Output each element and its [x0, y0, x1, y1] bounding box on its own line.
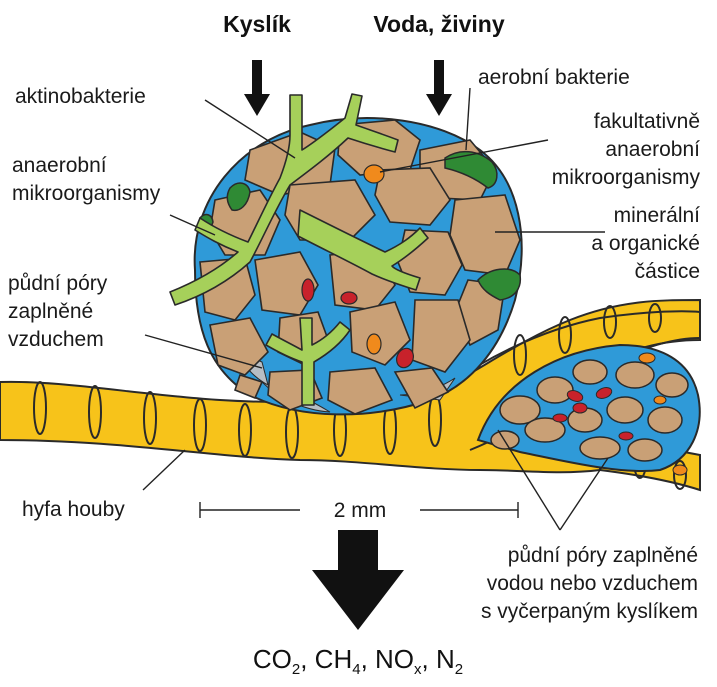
anaerobic-label-1: anaerobní [12, 154, 107, 177]
nox-formula: NO [375, 644, 414, 674]
air-pores-label-3: vzduchem [8, 328, 104, 351]
output-arrow [312, 530, 404, 630]
ch4-subscript: 4 [352, 661, 360, 678]
depleted-pores-label-2: vodou nebo vzduchem [487, 572, 698, 595]
ch4-formula: CH [315, 644, 353, 674]
depleted-pores-label-1: půdní póry zaplněné [508, 544, 698, 567]
n2-subscript: 2 [455, 661, 463, 678]
facultative-label-1: fakultativně [594, 110, 700, 133]
soil-aggregate [170, 94, 522, 414]
mineral-label-2: a organické [591, 232, 700, 255]
depleted-pores-label-3: s vyčerpaným kyslíkem [481, 600, 698, 623]
mineral-label-1: minerální [614, 204, 701, 227]
facultative-label-2: anaerobní [605, 138, 700, 161]
co2-formula: CO [253, 644, 292, 674]
scale-label: 2 mm [334, 499, 387, 522]
fungal-hypha-label: hyfa houby [22, 498, 125, 521]
mineral-label-3: částice [635, 260, 700, 283]
air-pores-label-2: zaplněné [8, 300, 93, 323]
anaerobic-label-2: mikroorganismy [12, 182, 161, 205]
n2-formula: N [436, 644, 455, 674]
air-pores-label-1: půdní póry [8, 272, 108, 295]
water-nutrients-label: Voda, živiny [373, 11, 504, 37]
facultative-label-3: mikroorganismy [552, 166, 701, 189]
aerobic-bacteria-label: aerobní bakterie [478, 66, 630, 89]
oxygen-label: Kyslík [223, 11, 291, 37]
output-gases: CO2, CH4, NOx, N2 [253, 644, 463, 678]
co2-subscript: 2 [292, 661, 300, 678]
actinobacteria-label: aktinobakterie [15, 85, 146, 108]
